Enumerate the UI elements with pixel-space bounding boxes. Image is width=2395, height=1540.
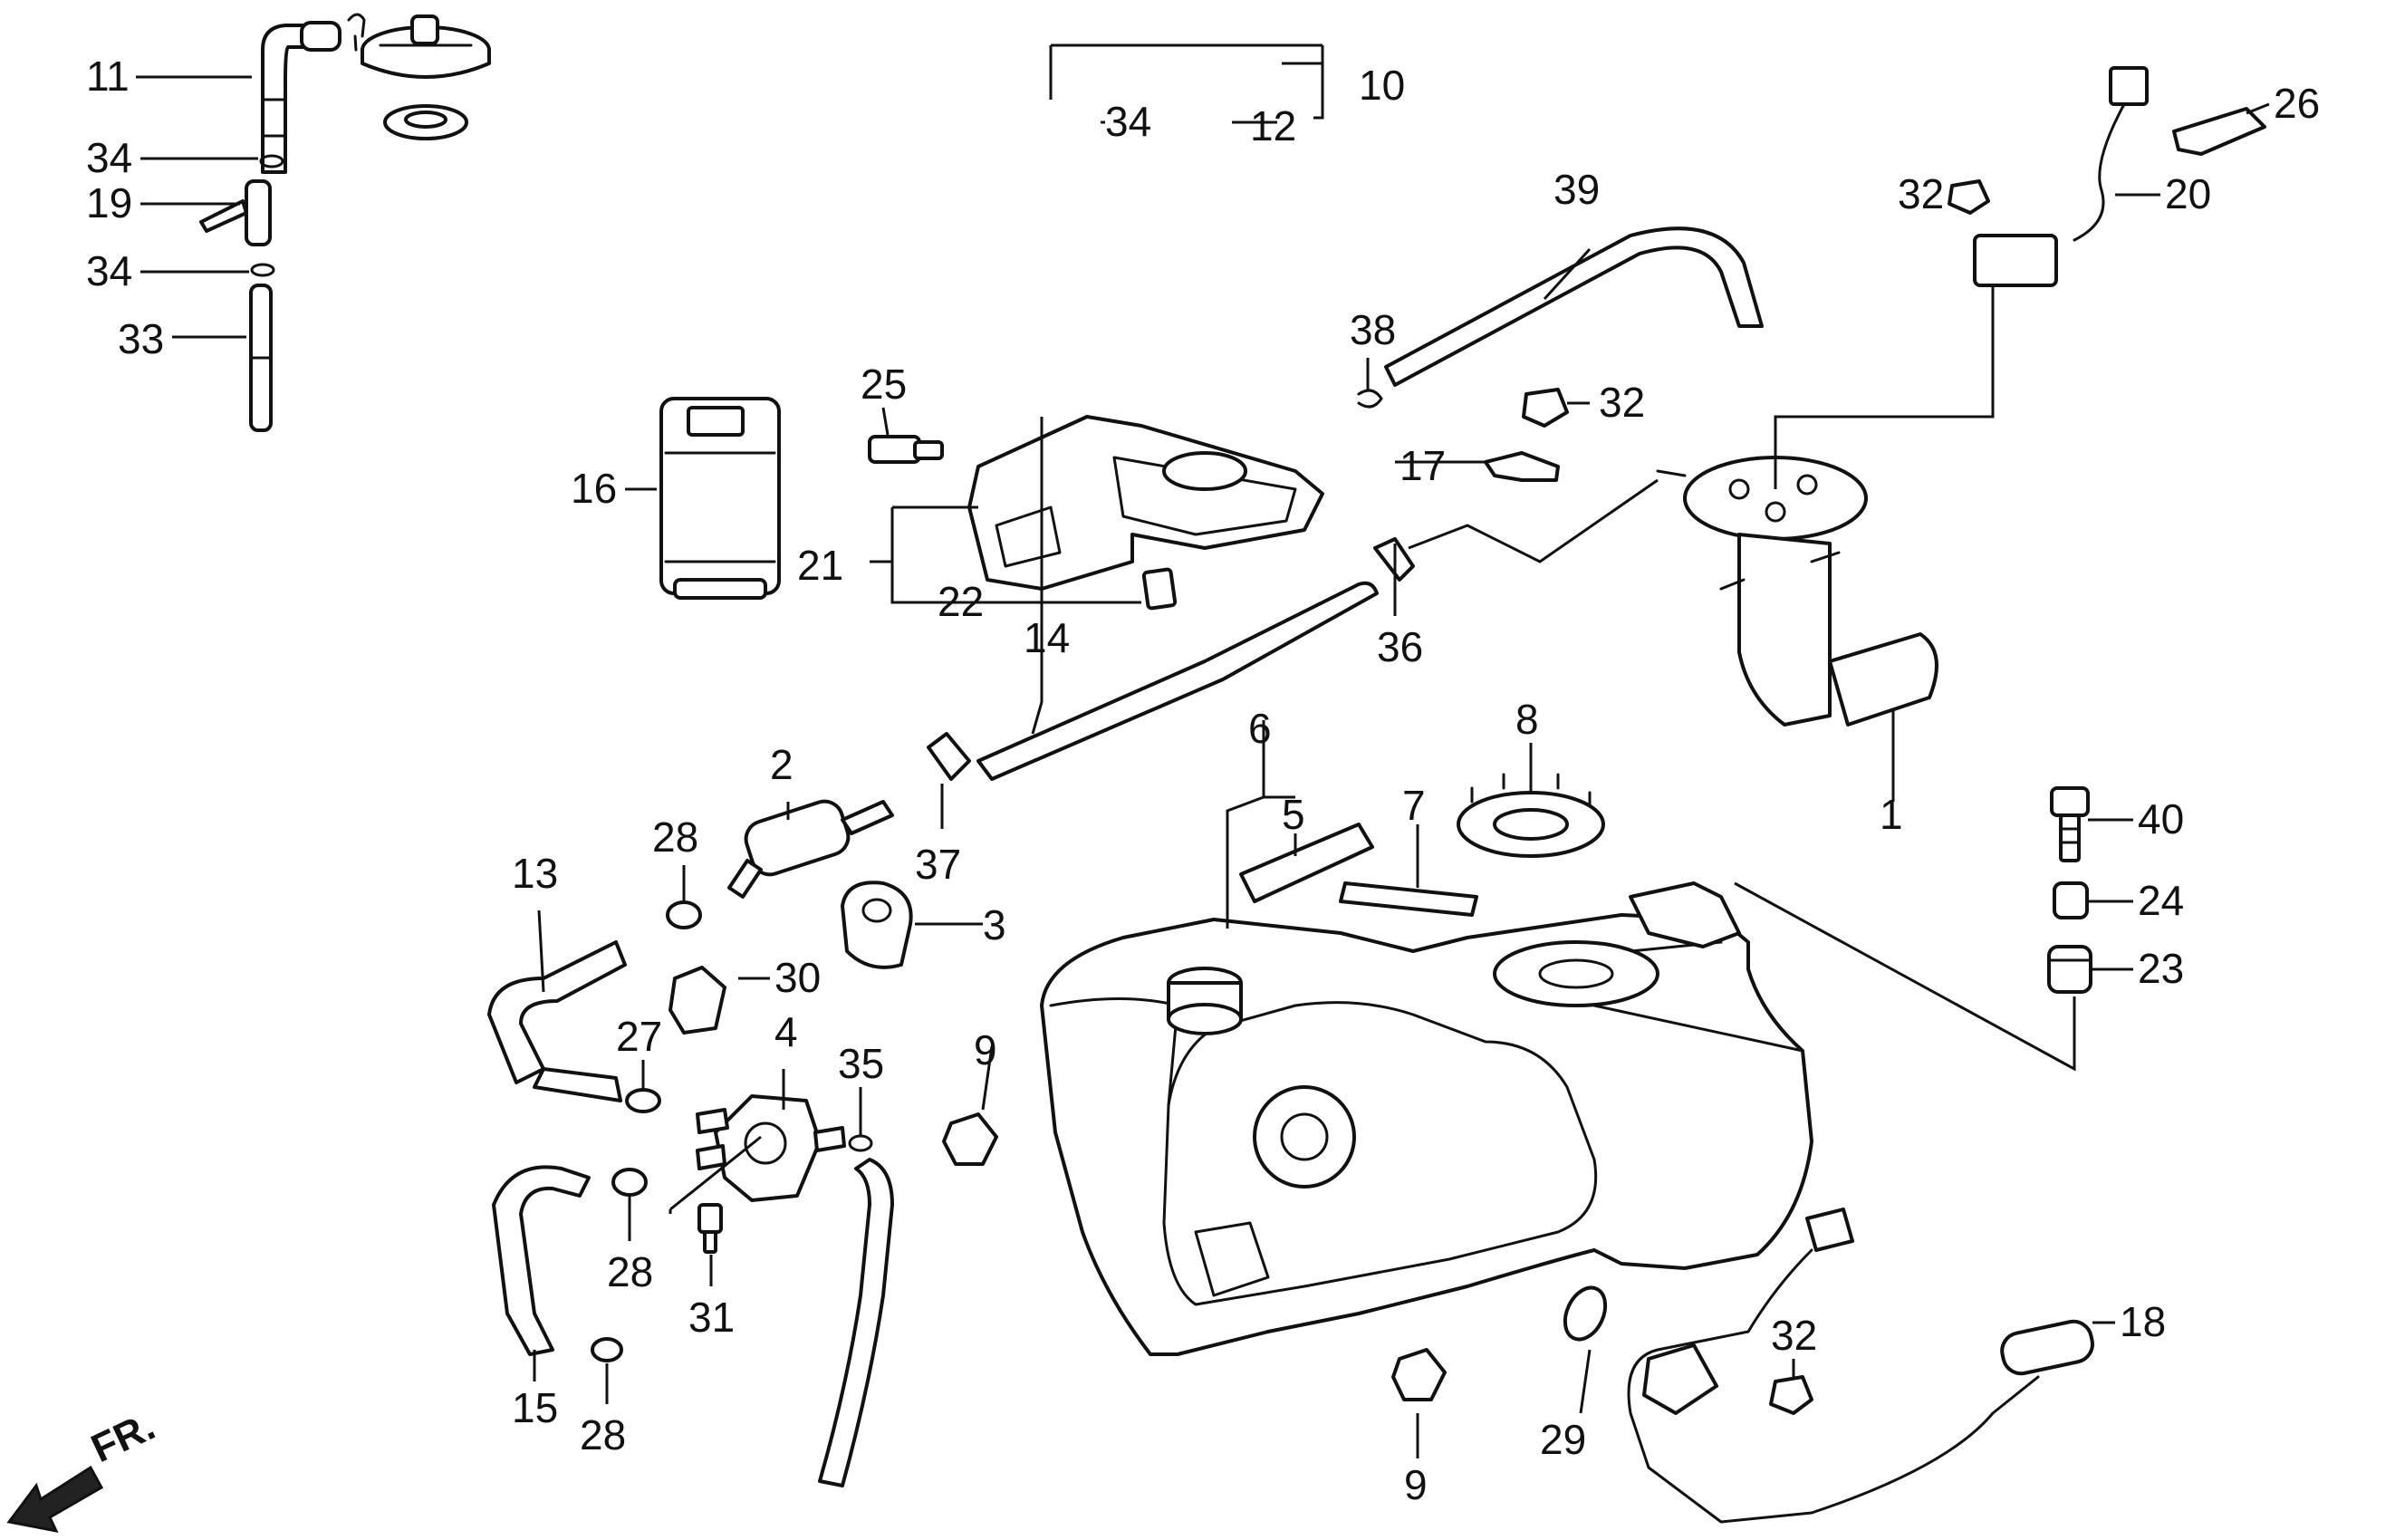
part-vent-hose-elbow — [261, 21, 341, 174]
callout-33: 33 — [118, 315, 164, 362]
callout-25: 25 — [861, 361, 907, 408]
callout-22: 22 — [938, 578, 984, 625]
callout-28-bottom: 28 — [580, 1411, 626, 1458]
part-drain-bolt — [697, 1203, 723, 1254]
part-clip-top — [347, 13, 366, 52]
part-terminal-bracket — [2172, 107, 2266, 156]
part-fuel-tank — [1040, 881, 1813, 1356]
callout-17: 17 — [1399, 442, 1446, 489]
part-drain-hose — [818, 1158, 894, 1487]
callout-9-upper: 9 — [974, 1026, 997, 1073]
front-direction-label: FR. — [85, 1404, 162, 1471]
leader-lines — [136, 43, 2270, 1458]
callout-32-lower: 32 — [1771, 1312, 1817, 1359]
part-clip-lower — [250, 263, 275, 277]
callout-32-mid: 32 — [1599, 379, 1645, 426]
part-clamp-37 — [927, 732, 971, 781]
part-tank-cover — [967, 415, 1324, 591]
callout-12: 12 — [1250, 102, 1296, 149]
callout-19: 19 — [86, 179, 132, 226]
part-nut-lower — [1769, 1375, 1813, 1415]
part-clip-middle — [259, 154, 284, 168]
part-clip-27 — [625, 1088, 661, 1113]
callout-20: 20 — [2165, 170, 2211, 217]
callout-1: 1 — [1880, 791, 1903, 838]
callout-4: 4 — [774, 1008, 798, 1055]
part-hose-clip-38 — [1357, 389, 1383, 409]
callout-13: 13 — [512, 850, 558, 897]
callout-34-lower: 34 — [86, 247, 132, 294]
front-direction-arrow: FR. — [6, 1404, 162, 1534]
callout-35: 35 — [838, 1040, 884, 1087]
part-fuel-gauge-float — [2000, 1319, 2094, 1376]
callout-10: 10 — [1359, 62, 1405, 109]
part-hose-holder — [668, 966, 726, 1035]
part-rubber-pad — [1141, 567, 1178, 611]
part-straight-hose — [249, 284, 273, 432]
callout-8: 8 — [1515, 696, 1539, 743]
callout-labels: 1 2 3 4 5 6 7 8 9 9 10 11 12 13 14 15 16… — [86, 53, 2320, 1508]
part-fuel-pump-assembly — [1656, 456, 1938, 727]
part-insulator-7 — [1339, 881, 1478, 917]
part-bent-fuel-hose — [487, 940, 627, 1102]
callout-28-mid: 28 — [607, 1248, 653, 1295]
part-clamp-28-top — [666, 900, 702, 929]
part-fuel-filler-cap — [361, 14, 491, 79]
callout-14: 14 — [1024, 614, 1070, 661]
callout-32-top: 32 — [1898, 170, 1944, 217]
part-bracket-plate — [1484, 451, 1560, 482]
callout-26: 26 — [2274, 80, 2320, 127]
callout-38: 38 — [1350, 306, 1396, 353]
callout-23: 23 — [2138, 945, 2184, 992]
callout-31: 31 — [688, 1294, 735, 1341]
callout-34-mid: 34 — [86, 134, 132, 181]
callout-15: 15 — [512, 1384, 558, 1431]
part-clamp-28-bottom — [591, 1337, 623, 1362]
part-fuel-valve — [696, 1094, 846, 1202]
callout-40: 40 — [2138, 795, 2184, 842]
part-nut-upper — [1522, 388, 1569, 428]
part-t-joint — [199, 179, 272, 246]
callout-11: 11 — [86, 53, 130, 100]
part-cushion-23 — [2047, 945, 2092, 994]
part-o-ring — [1563, 1285, 1608, 1342]
callout-24: 24 — [2138, 877, 2184, 924]
callout-29: 29 — [1540, 1416, 1586, 1463]
part-sender-harness — [1627, 1208, 2040, 1524]
callout-39: 39 — [1553, 166, 1600, 213]
part-insulator-5 — [1239, 823, 1374, 903]
part-collar-24 — [2053, 881, 2089, 919]
callout-34-top: 34 — [1105, 98, 1151, 145]
callout-30: 30 — [774, 954, 821, 1001]
callout-2: 2 — [770, 741, 794, 788]
part-clip-35 — [848, 1134, 873, 1152]
callout-27: 27 — [616, 1013, 662, 1060]
callout-6: 6 — [1248, 705, 1272, 752]
part-canister-box — [659, 397, 781, 600]
callout-5: 5 — [1282, 791, 1305, 838]
part-nut-right — [1948, 179, 1990, 215]
part-clamp-28-mid — [611, 1168, 648, 1197]
part-fuel-hose — [976, 581, 1379, 781]
part-grommet-lower — [1391, 1348, 1447, 1401]
callout-36: 36 — [1377, 623, 1423, 670]
callout-37: 37 — [915, 841, 961, 888]
callout-3: 3 — [983, 901, 1006, 948]
part-bolt-40 — [2050, 786, 2090, 862]
part-breather-hose — [1384, 226, 1764, 387]
callout-9-lower: 9 — [1404, 1461, 1428, 1508]
callout-16: 16 — [571, 465, 617, 512]
part-cap-gasket — [383, 104, 468, 140]
callout-28-top: 28 — [652, 813, 698, 861]
callout-21: 21 — [797, 542, 843, 589]
callout-18: 18 — [2120, 1298, 2166, 1345]
part-rubber-mount — [841, 881, 913, 969]
part-grommet-upper — [942, 1112, 998, 1166]
part-rollover-valve — [868, 435, 944, 464]
part-sub-harness — [1973, 66, 2149, 314]
part-bent-hose-15 — [492, 1165, 591, 1356]
callout-7: 7 — [1402, 782, 1426, 829]
